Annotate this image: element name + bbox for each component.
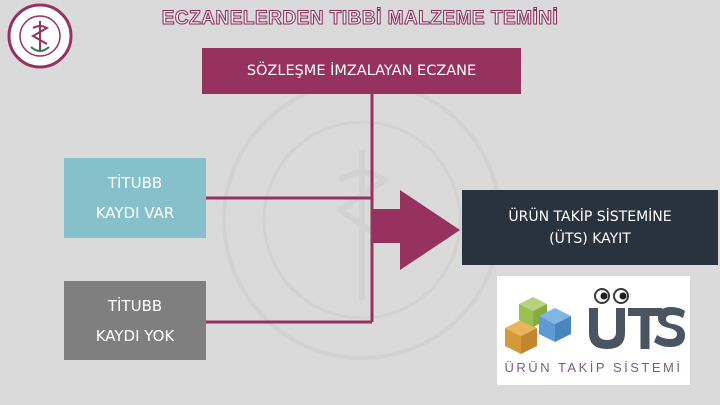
uts-registration-line2: (ÜTS) KAYIT [549, 230, 631, 247]
contract-pharmacy-label: SÖZLEŞME İMZALAYAN ECZANE [246, 63, 477, 79]
titubb-registered-line2: KAYDI VAR [95, 204, 175, 222]
titubb-unregistered-line2: KAYDI YOK [95, 326, 175, 345]
right-arrow-icon [372, 190, 460, 270]
umlaut-eyes-icon [594, 288, 629, 304]
page-title: ECZANELERDEN TIBBİ MALZEME TEMİNİ [161, 8, 559, 30]
uts-registration-box: ÜRÜN TAKİP SİSTEMİNE (ÜTS) KAYIT [462, 190, 718, 265]
uts-logo: ÜRÜN TAKİP SİSTEMİ [497, 276, 690, 385]
titubb-unregistered-box: TİTUBB KAYDI YOK [64, 281, 206, 360]
uts-wordmark [589, 307, 685, 349]
titubb-registered-box: TİTUBB KAYDI VAR [64, 158, 206, 238]
uts-registration-line1: ÜRÜN TAKİP SİSTEMİNE [508, 208, 672, 225]
uts-logo-graphic [505, 288, 685, 354]
contract-pharmacy-box: SÖZLEŞME İMZALAYAN ECZANE [202, 48, 521, 94]
association-seal-logo [7, 3, 73, 69]
titubb-registered-line1: TİTUBB [107, 174, 163, 192]
boxes-icon [505, 297, 571, 354]
uts-subtitle: ÜRÜN TAKİP SİSTEMİ [504, 360, 683, 375]
titubb-unregistered-line1: TİTUBB [107, 296, 163, 315]
